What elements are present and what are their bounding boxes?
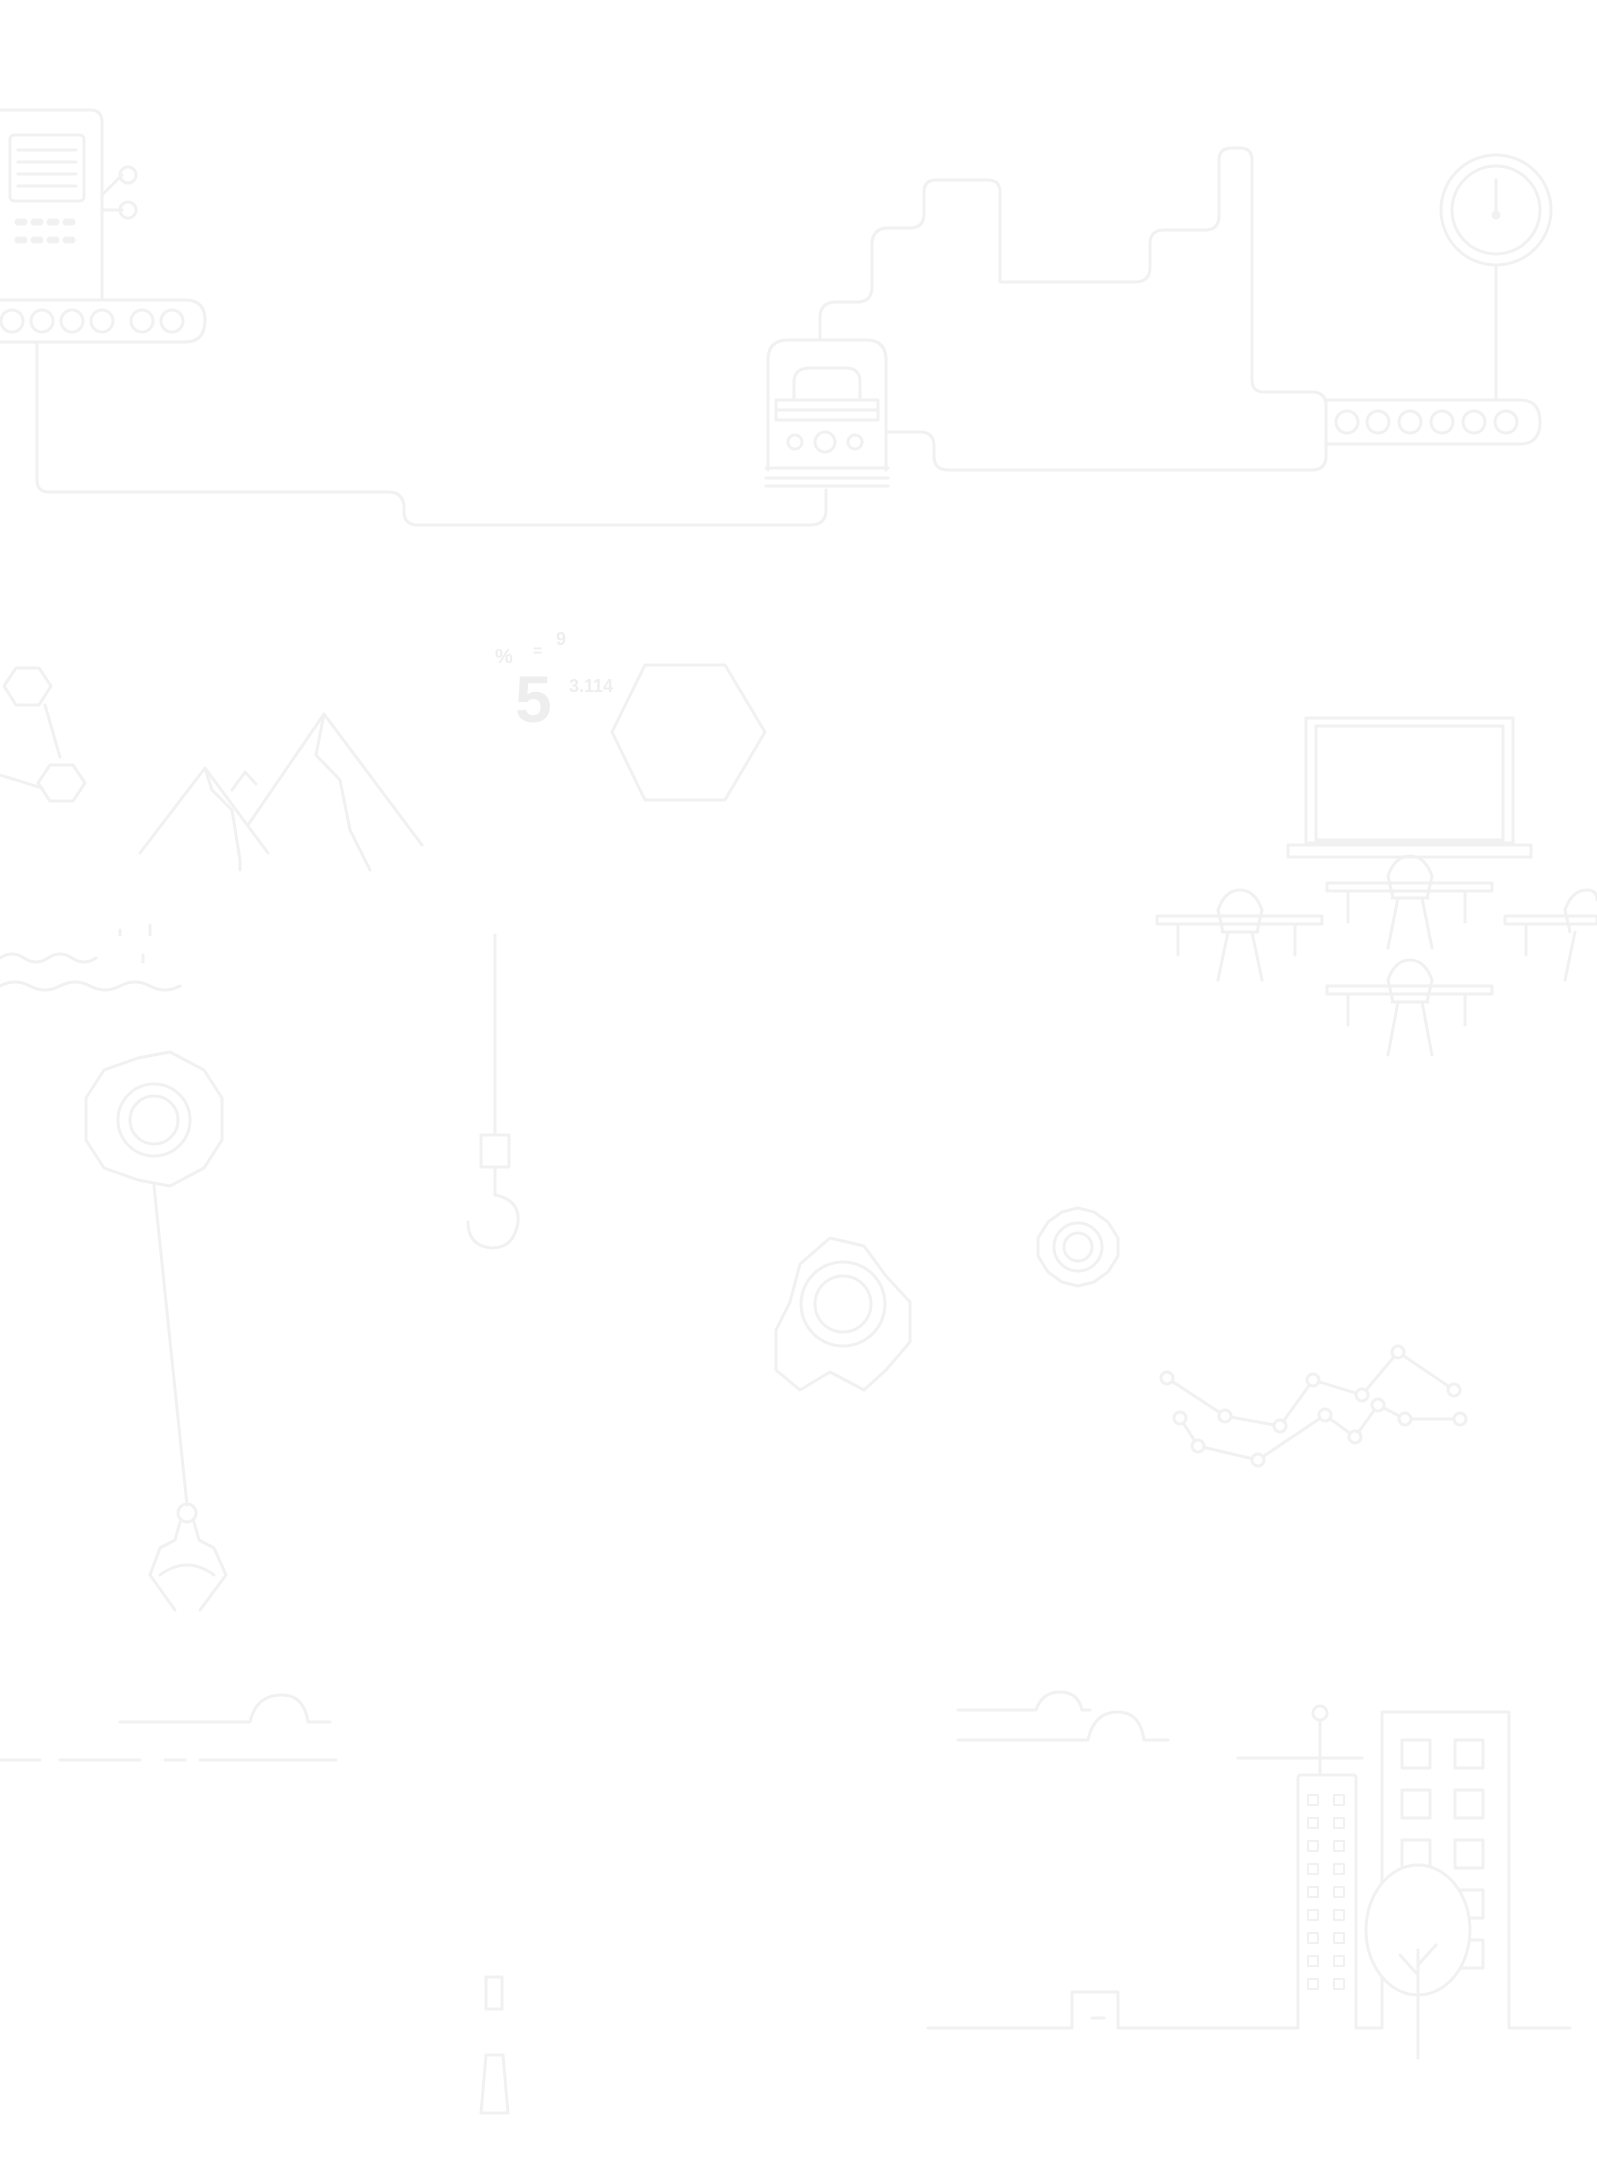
gear-icon: [1036, 1206, 1120, 1288]
tree-icon: [1364, 1863, 1472, 2060]
gear-icon: [84, 1050, 224, 1188]
city-buildings-icon: [926, 1704, 1572, 2030]
math-pi: 3.114: [569, 676, 613, 696]
conveyor-belt-icon: [0, 298, 207, 344]
pressure-gauge-icon: [1439, 153, 1553, 402]
classroom-desks-icon: [1155, 854, 1597, 1057]
pipeline-line-icon: [35, 340, 828, 527]
clouds-icon: [956, 1690, 1364, 1760]
robot-claw-icon: [148, 1184, 228, 1612]
hexagon-icon: [610, 663, 767, 802]
lighthouse-icon: [479, 1975, 510, 2115]
math-five: 5: [515, 662, 552, 736]
molecule-icon: [0, 666, 87, 803]
conveyor-belt-icon: [1324, 398, 1542, 446]
pipeline-line-icon: [818, 146, 1328, 472]
mountains-icon: [138, 712, 424, 872]
math-equals: =: [533, 643, 542, 660]
train-icon: [764, 338, 890, 488]
gear-icon: [774, 1236, 912, 1392]
clouds-icon: [0, 1693, 338, 1762]
crane-hook-icon: [466, 933, 520, 1250]
laptop-icon: [1286, 716, 1533, 859]
line-graph-icon: [1159, 1344, 1468, 1468]
math-nine: 9: [556, 629, 566, 649]
math-percent: %: [495, 646, 513, 668]
waves-icon: [0, 923, 182, 992]
dashboard-machine-icon: [0, 108, 138, 302]
